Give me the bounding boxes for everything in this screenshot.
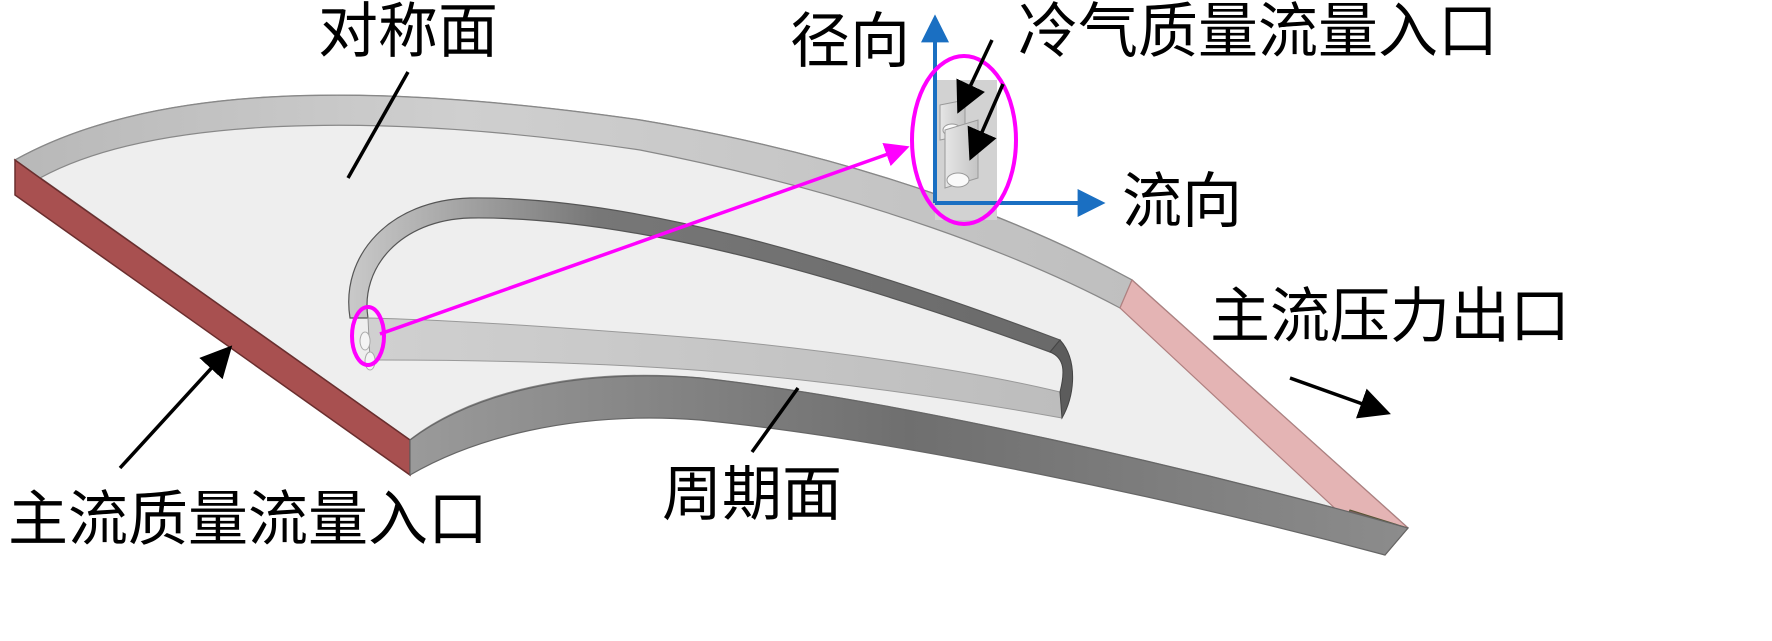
detail-highlight-ellipse	[910, 54, 1018, 226]
mainstream-outlet-arrow	[1289, 376, 1391, 419]
periodic-face-wall	[409, 375, 1410, 556]
symmetry-face-label: 对称面	[318, 0, 498, 67]
coolant-hole-small	[359, 331, 371, 351]
coolant-hole-bottom	[946, 172, 970, 188]
flow-domain-body	[13, 94, 1410, 556]
periodic-face-label: 周期面	[662, 460, 842, 530]
mainstream-outlet-label: 主流压力出口	[1210, 282, 1570, 352]
radial-direction-label: 径向	[790, 7, 910, 77]
blade-trailing-edge	[1049, 339, 1074, 420]
mainstream-inlet-arrow	[118, 345, 233, 470]
leading-edge-highlight-ellipse	[350, 305, 386, 367]
periodic-face-leader	[750, 386, 800, 454]
coolant-inlet-arrow-1	[956, 39, 994, 114]
flow-direction-label: 流向	[1122, 167, 1242, 237]
mainstream-inlet-label: 主流质量流量入口	[8, 485, 488, 555]
symmetry-face-leader	[346, 71, 410, 179]
magnify-connector-arrow	[379, 142, 910, 336]
coolant-inlet-label: 冷气质量流量入口	[1018, 0, 1498, 67]
coolant-inlet-arrow-2	[967, 83, 1005, 161]
